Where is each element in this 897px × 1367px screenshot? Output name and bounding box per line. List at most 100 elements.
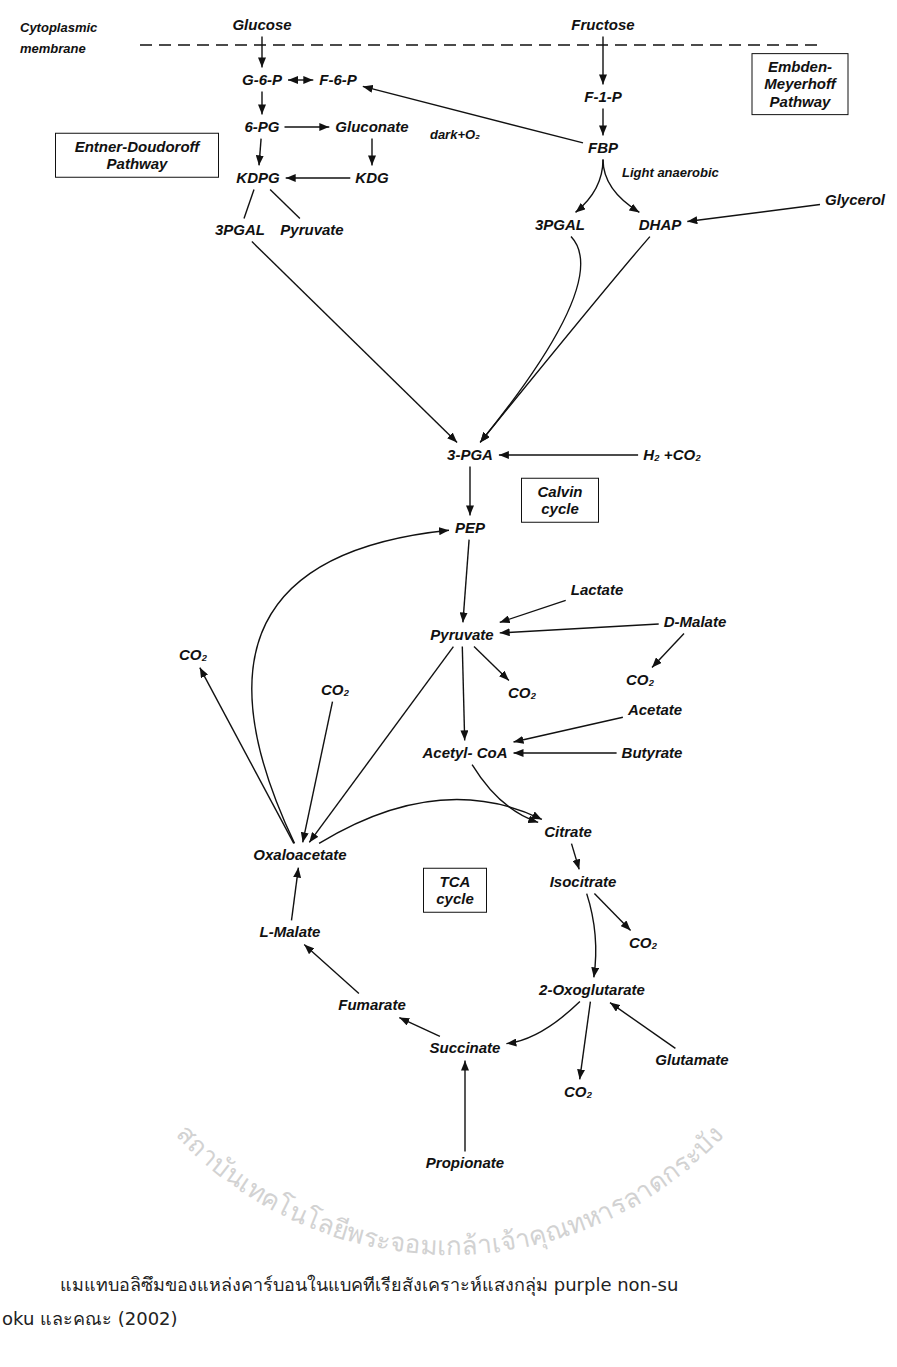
connector-group: [200, 37, 820, 1152]
node-text: CO₂: [321, 681, 349, 698]
reaction-arrow: [292, 868, 299, 921]
node-text: DHAP: [639, 216, 682, 233]
reaction-arrow: [687, 205, 820, 222]
node-text: 3-PGA: [447, 446, 493, 463]
node-text: FBP: [588, 139, 618, 156]
reaction-arrow: [288, 79, 313, 80]
node-text: Gluconate: [335, 118, 408, 135]
node-text: Fumarate: [338, 996, 406, 1013]
metabolite-node: Acetyl- CoA: [419, 743, 510, 762]
node-text: 3PGAL: [215, 221, 265, 238]
metabolite-node: Gluconate: [332, 117, 411, 136]
node-text: TCA cycle: [430, 873, 480, 908]
node-text: Glycerol: [825, 191, 885, 208]
node-text: G-6-P: [242, 71, 282, 88]
reaction-arrow: [371, 139, 372, 166]
reaction-arrow: [602, 109, 603, 136]
metabolite-node: CO₂: [623, 670, 657, 689]
metabolite-node: F-6-P: [316, 70, 360, 89]
metabolite-node: F-1-P: [581, 87, 625, 106]
reaction-arrow: [474, 647, 509, 681]
node-text: Glucose: [232, 16, 291, 33]
metabolite-node: CO₂: [505, 683, 539, 702]
metabolite-node: D-Malate: [661, 612, 730, 631]
metabolite-node: Fructose: [568, 15, 637, 34]
reaction-arrow: [610, 1003, 675, 1049]
metabolite-node: 2-Oxoglutarate: [536, 980, 648, 999]
node-text: 2-Oxoglutarate: [539, 981, 645, 998]
reaction-arrow: [261, 92, 262, 115]
pathway-box: TCA cycle: [423, 868, 487, 913]
metabolite-node: Glucose: [229, 15, 294, 34]
metabolite-node: 3-PGA: [444, 445, 496, 464]
metabolite-node: Acetate: [625, 700, 685, 719]
node-text: Oxaloacetate: [253, 846, 346, 863]
reaction-arrow: [462, 647, 464, 741]
node-text: Fructose: [571, 16, 634, 33]
reaction-arrow: [399, 1018, 440, 1037]
reaction-arrow: [261, 37, 262, 68]
node-text: 3PGAL: [535, 216, 585, 233]
node-text: Citrate: [544, 823, 592, 840]
metabolite-node: 3PGAL: [212, 220, 268, 239]
metabolite-node: L-Malate: [257, 922, 324, 941]
note-label: Light anaerobic: [622, 163, 719, 184]
pathway-box: Entner-Doudoroff Pathway: [55, 133, 219, 178]
metabolite-node: CO₂: [318, 680, 352, 699]
node-text: Propionate: [426, 1154, 504, 1171]
reaction-arrow: [252, 530, 449, 843]
metabolite-node: PEP: [452, 518, 488, 537]
node-text: KDG: [355, 169, 388, 186]
node-text: D-Malate: [664, 613, 727, 630]
reaction-arrow: [259, 139, 261, 166]
metabolite-node: CO₂: [176, 645, 210, 664]
note-label: Cytoplasmic membrane: [20, 18, 125, 60]
reaction-arrow: [469, 467, 470, 516]
node-text: F-1-P: [584, 88, 622, 105]
pathway-box: Embden-Meyerhoff Pathway: [752, 53, 849, 115]
membrane-line: [140, 44, 820, 45]
metabolite-node: 6-PG: [241, 117, 282, 136]
node-text: F-6-P: [319, 71, 357, 88]
node-text: Pyruvate: [430, 626, 493, 643]
metabolite-node: KDPG: [233, 168, 282, 187]
node-text: CO₂: [564, 1083, 592, 1100]
reaction-arrow: [304, 945, 359, 994]
node-text: H₂ +CO₂: [643, 446, 701, 463]
reaction-arrow: [463, 540, 469, 623]
metabolite-node: Succinate: [427, 1038, 504, 1057]
reaction-arrow: [499, 454, 638, 455]
node-text: Succinate: [430, 1039, 501, 1056]
node-text: CO₂: [626, 671, 654, 688]
metabolite-node: CO₂: [626, 933, 660, 952]
node-text: Acetyl- CoA: [422, 744, 507, 761]
node-text: CO₂: [179, 646, 207, 663]
watermark-arc: [75, 880, 825, 1255]
reaction-arrow: [500, 624, 659, 633]
reaction-arrow: [480, 237, 650, 443]
reaction-arrow: [285, 126, 330, 127]
watermark-text: สถาบันเทคโนโลยีพระจอมเกล้าเจ้าคุณทหารลาด…: [171, 1119, 729, 1261]
reaction-arrow: [303, 702, 333, 843]
reaction-arrow: [506, 1002, 580, 1044]
node-text: PEP: [455, 519, 485, 536]
reaction-arrow: [587, 894, 596, 978]
reaction-arrow: [464, 1061, 465, 1152]
metabolite-node: Pyruvate: [427, 625, 496, 644]
node-text: Glutamate: [655, 1051, 728, 1068]
node-text: Calvin cycle: [528, 483, 592, 518]
metabolite-node: 3PGAL: [532, 215, 588, 234]
metabolite-node: G-6-P: [239, 70, 285, 89]
node-text: KDPG: [236, 169, 279, 186]
metabolite-node: Fumarate: [335, 995, 409, 1014]
metabolite-node: Isocitrate: [547, 872, 620, 891]
reaction-arrow: [244, 190, 254, 219]
node-text: 6-PG: [244, 118, 279, 135]
reference-note: oku และคณะ (2002): [0, 1302, 897, 1336]
reaction-arrow: [514, 717, 623, 742]
node-text: Butyrate: [622, 744, 683, 761]
reaction-arrow: [319, 800, 542, 844]
reaction-arrow: [286, 177, 351, 178]
reaction-arrow: [580, 1002, 591, 1080]
